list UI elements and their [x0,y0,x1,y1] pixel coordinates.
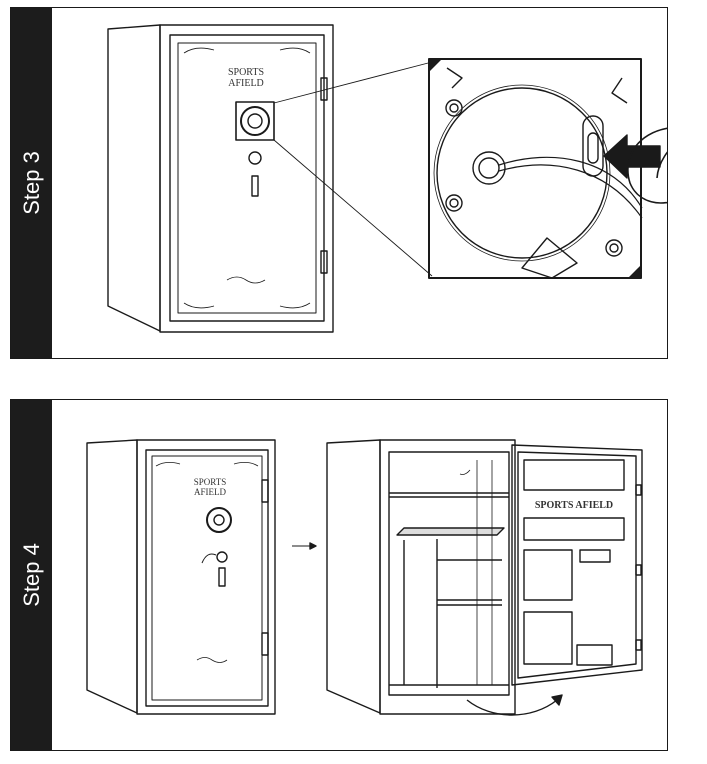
door-brand: SPORTS AFIELD [535,500,613,511]
step-3-label: Step 3 [18,151,44,215]
safe-brand-bottom: AFIELD [228,78,264,89]
safe-brand-top: SPORTS [194,477,226,487]
safe-open: SPORTS AFIELD [326,439,643,715]
safe-brand-top: SPORTS [228,67,264,78]
handle-icon [248,151,262,165]
step-4-tab: Step 4 [11,400,52,750]
step-4-panel: Step 4 SPORTS AFIELD [10,399,668,751]
dial-lock [235,101,275,141]
dial-icon [206,507,232,533]
safe-closed: SPORTS AFIELD [86,439,276,715]
step-3-tab: Step 3 [11,8,52,358]
step-4-label: Step 4 [18,543,44,607]
zoom-detail-inset [428,58,661,279]
open-door: SPORTS AFIELD [511,444,643,686]
door-swing-arrow-icon [466,699,558,716]
step-3-panel: Step 3 SPORTS AFIELD [10,7,668,359]
handle-icon [216,551,228,563]
push-arrow-icon [603,134,661,179]
safe-brand-bottom: AFIELD [194,487,226,497]
rotate-arrow-icon [627,127,667,204]
safe-closed-front: SPORTS AFIELD [107,24,433,333]
step-3-illustration: SPORTS AFIELD [107,24,667,333]
step-4-illustration: SPORTS AFIELD [86,439,643,716]
